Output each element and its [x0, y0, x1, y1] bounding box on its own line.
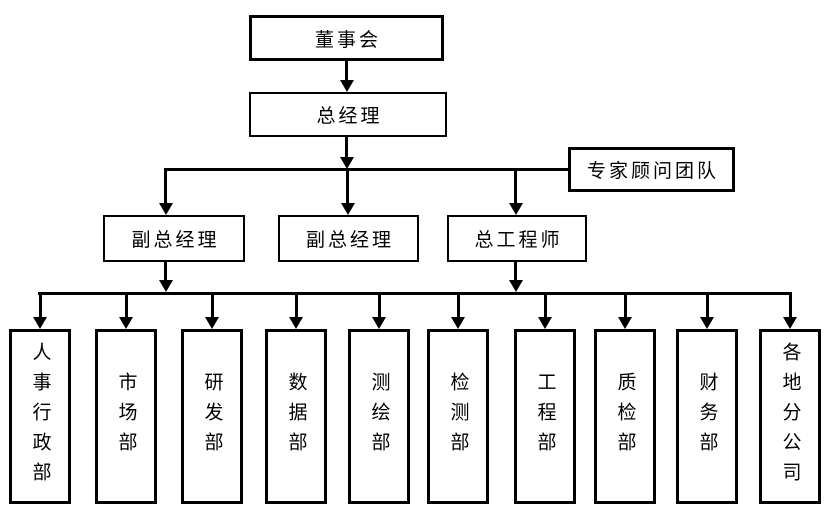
- arrowhead-dept-8: [618, 317, 632, 329]
- connector-drop-dept-9: [706, 295, 709, 317]
- dept-rd-label: 研发部: [201, 371, 223, 462]
- arrowhead-dept-4: [289, 317, 303, 329]
- dept-branches-label: 各地分公司: [779, 341, 801, 492]
- node-deputy-gm-1-label: 副总经理: [131, 230, 220, 251]
- dept-hr-admin-label: 人事行政部: [29, 341, 51, 492]
- connector-drop-chief-engineer: [514, 171, 517, 203]
- arrowhead-deputy-gm-2: [341, 203, 355, 215]
- node-expert-team: 专家顾问团队: [568, 147, 735, 192]
- connector-drop-dept-1: [39, 295, 42, 317]
- arrowhead-bus3-left: [159, 280, 173, 292]
- dept-finance-label: 财务部: [696, 371, 718, 462]
- node-chief-engineer-label: 总工程师: [474, 230, 563, 251]
- arrowhead-dept-6: [451, 317, 465, 329]
- dept-marketing-label: 市场部: [115, 371, 137, 462]
- arrowhead-chief-engineer: [509, 203, 523, 215]
- node-board: 董事会: [249, 15, 444, 61]
- connector-drop-dept-3: [211, 295, 214, 317]
- arrowhead-deputy-gm-1: [159, 203, 173, 215]
- node-dept-finance: 财务部: [676, 329, 738, 504]
- node-dept-testing: 检测部: [427, 329, 489, 504]
- connector-drop-dept-4: [295, 295, 298, 317]
- arrowhead-dept-5: [372, 317, 386, 329]
- arrowhead-dept-1: [33, 317, 47, 329]
- node-dept-marketing: 市场部: [95, 329, 157, 504]
- dept-testing-label: 检测部: [447, 371, 469, 462]
- arrowhead-dept-9: [700, 317, 714, 329]
- node-deputy-gm-1: 副总经理: [103, 215, 245, 262]
- node-general-manager: 总经理: [249, 92, 447, 137]
- node-dept-branches: 各地分公司: [759, 329, 821, 504]
- node-board-label: 董事会: [314, 29, 381, 51]
- arrowhead-gm: [340, 80, 354, 92]
- node-dept-quality: 质检部: [594, 329, 656, 504]
- dept-surveying-label: 测绘部: [368, 371, 390, 462]
- node-dept-engineering: 工程部: [514, 329, 576, 504]
- connector-deputy-gm-1-down: [164, 262, 167, 282]
- arrowhead-bus: [340, 157, 354, 169]
- connector-drop-dept-6: [457, 295, 460, 317]
- bus-line-level2: [164, 168, 568, 171]
- node-expert-team-label: 专家顾问团队: [586, 161, 719, 182]
- connector-drop-deputy-gm-2: [346, 171, 349, 203]
- connector-chief-engineer-down: [514, 262, 517, 282]
- node-general-manager-label: 总经理: [316, 106, 383, 127]
- connector-drop-deputy-gm-1: [164, 171, 167, 203]
- node-deputy-gm-2: 副总经理: [278, 215, 419, 262]
- connector-drop-dept-2: [125, 295, 128, 317]
- bus-line-level3: [38, 292, 792, 295]
- node-dept-hr-admin: 人事行政部: [9, 329, 71, 504]
- arrowhead-dept-2: [119, 317, 133, 329]
- node-deputy-gm-2-label: 副总经理: [305, 230, 394, 251]
- node-dept-surveying: 测绘部: [348, 329, 410, 504]
- arrowhead-bus3-right: [509, 280, 523, 292]
- arrowhead-dept-10: [783, 317, 797, 329]
- dept-engineering-label: 工程部: [534, 371, 556, 462]
- connector-board-gm-line: [345, 61, 348, 81]
- arrowhead-dept-7: [538, 317, 552, 329]
- dept-data-label: 数据部: [285, 371, 307, 462]
- connector-drop-dept-8: [624, 295, 627, 317]
- connector-drop-dept-5: [378, 295, 381, 317]
- dept-quality-label: 质检部: [614, 371, 636, 462]
- connector-drop-dept-10: [789, 295, 792, 317]
- node-chief-engineer: 总工程师: [447, 215, 587, 262]
- node-dept-rd: 研发部: [181, 329, 243, 504]
- connector-gm-bus-line: [345, 137, 348, 158]
- connector-drop-dept-7: [544, 295, 547, 317]
- node-dept-data: 数据部: [265, 329, 327, 504]
- arrowhead-dept-3: [205, 317, 219, 329]
